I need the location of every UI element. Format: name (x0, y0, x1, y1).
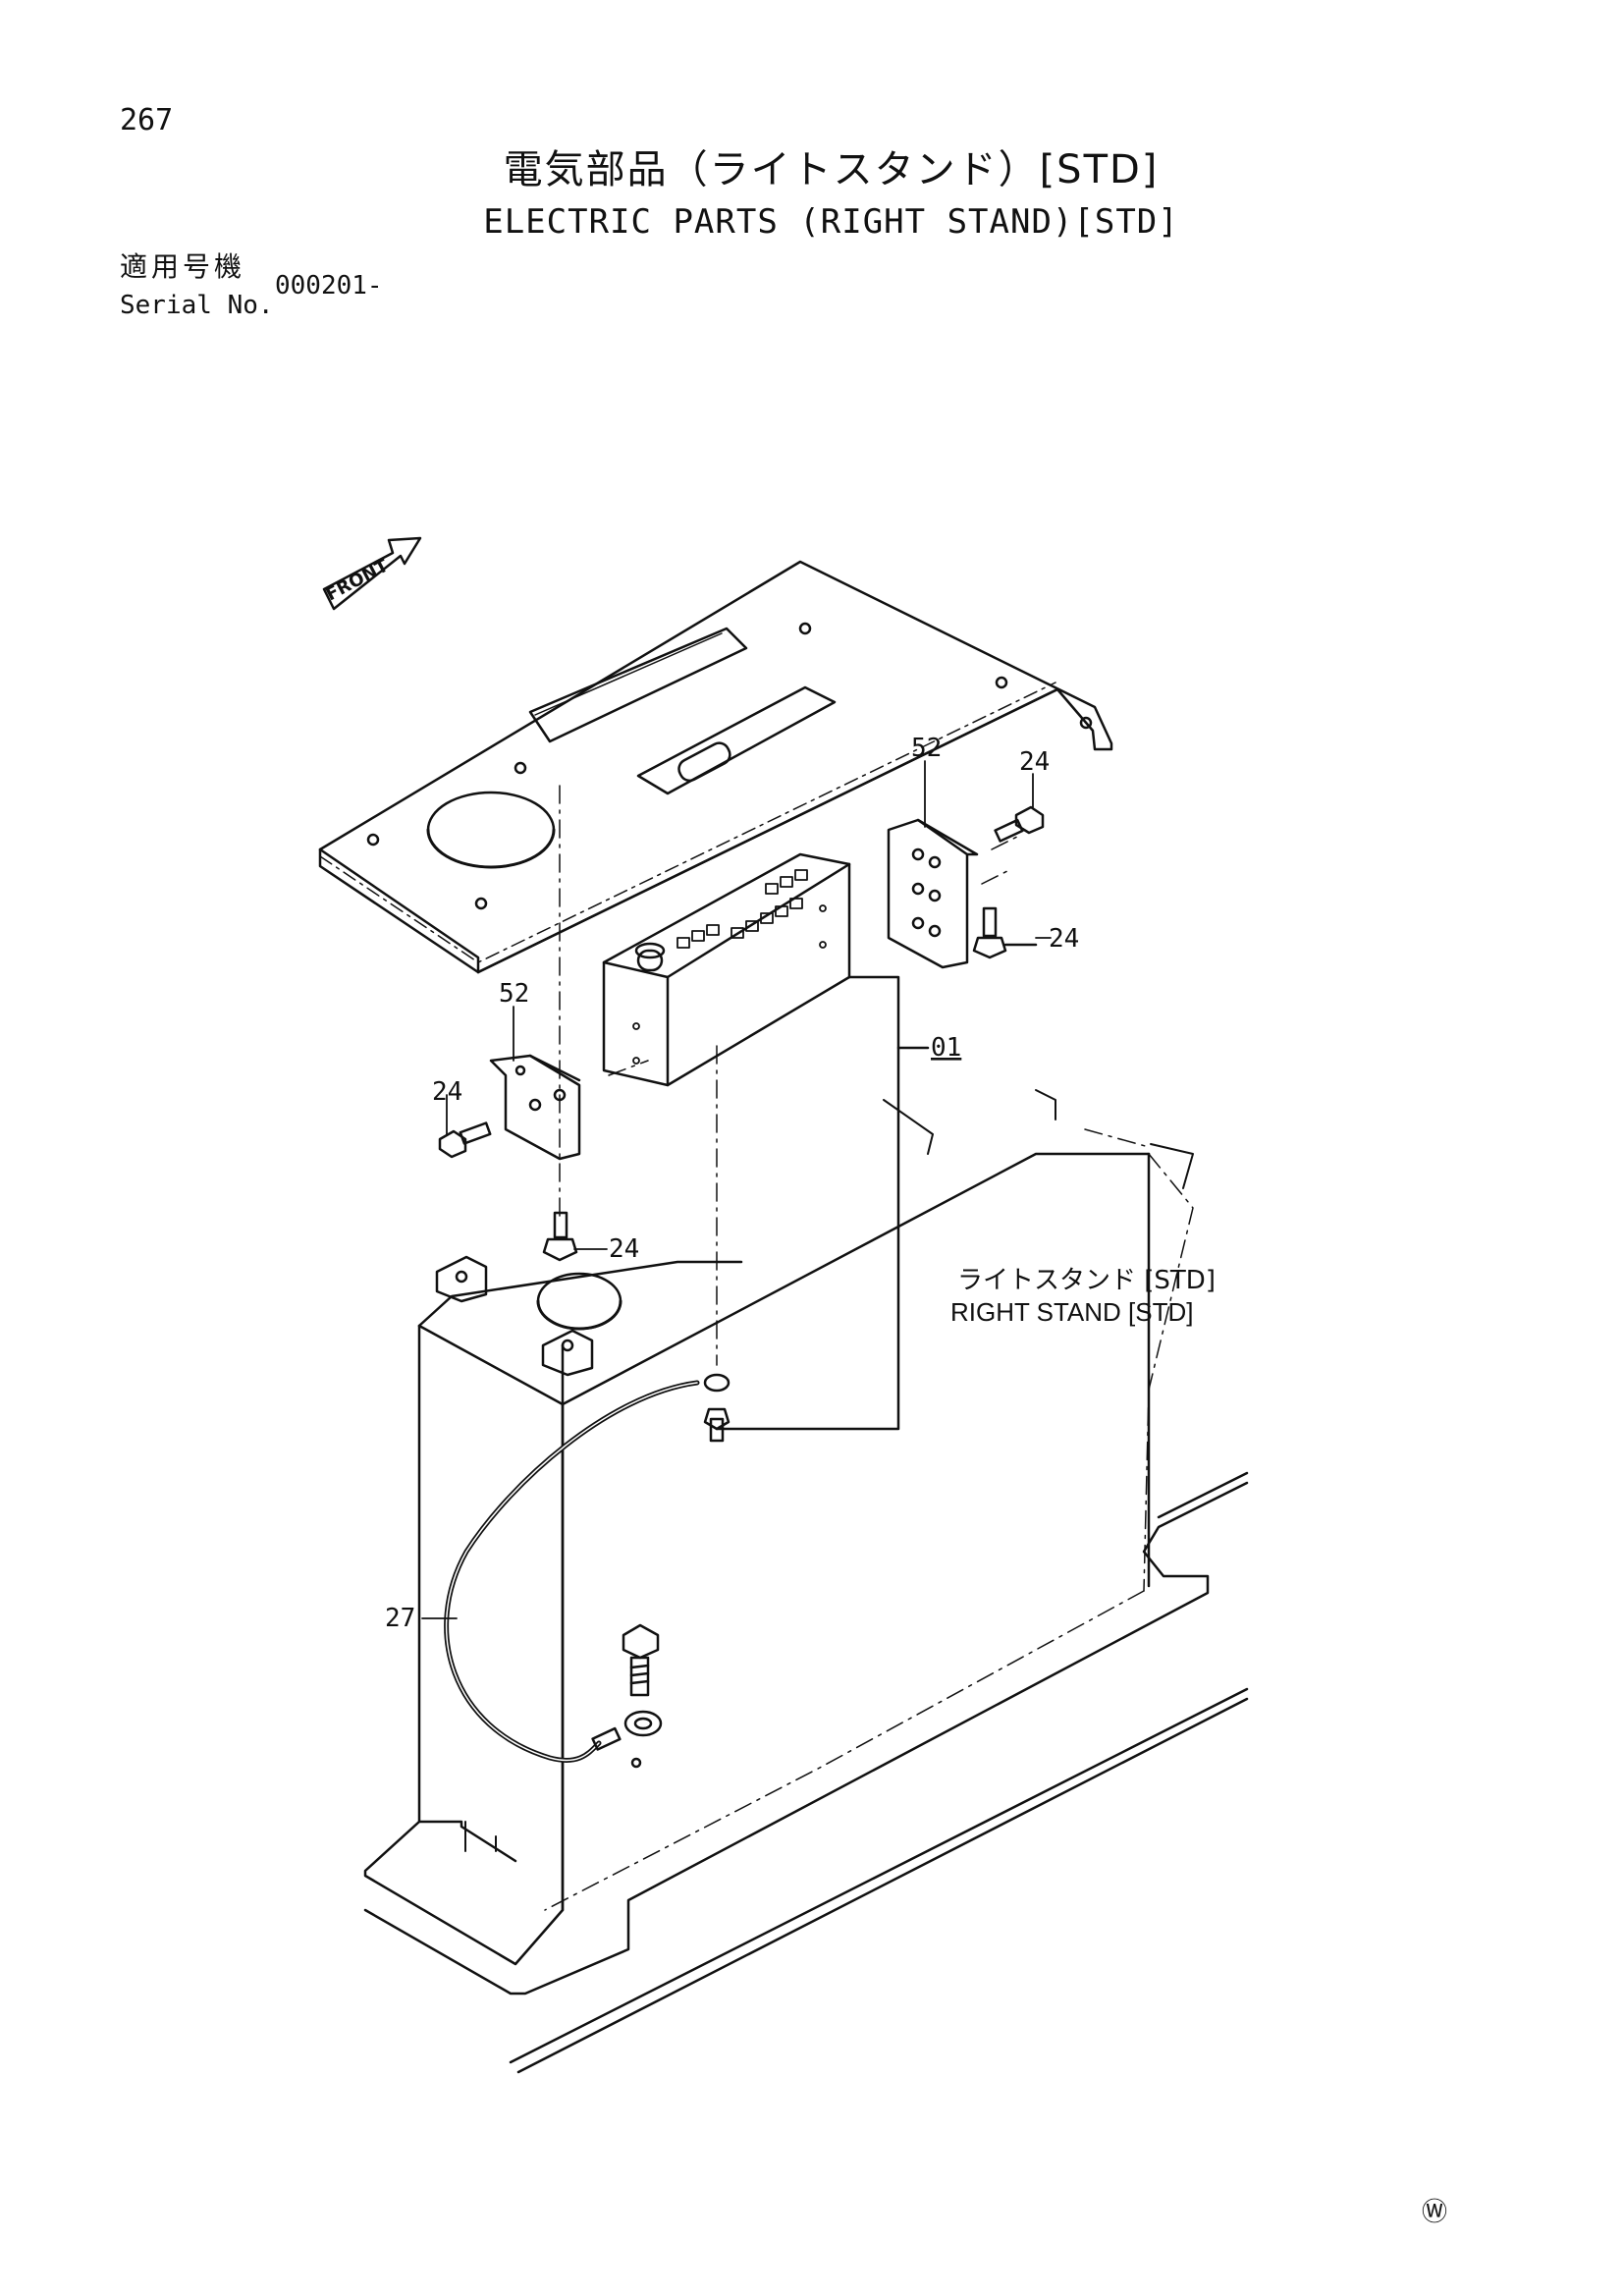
callout-52-right: 52 (911, 734, 942, 763)
stand-label-english: RIGHT STAND [STD] (950, 1297, 1194, 1327)
front-arrow-icon: FRONT (322, 536, 422, 611)
callout-01: 01 (931, 1033, 961, 1063)
serial-value: 000201- (275, 271, 383, 301)
electric-box-01 (602, 852, 930, 1431)
callout-24-top-right: 24 (1019, 747, 1050, 777)
serial-block: 適用号機 Serial No. (120, 246, 274, 320)
bolt-24-left (438, 1121, 492, 1159)
leader-lines (421, 760, 1052, 1619)
serial-label-japanese: 適用号機 (120, 250, 246, 283)
alignment-lines (544, 785, 1194, 1911)
bolt-24-lower-left (542, 1211, 578, 1262)
serial-label-english: Serial No. (120, 291, 274, 320)
callout-27: 27 (385, 1604, 415, 1633)
bracket-right-52 (887, 818, 979, 969)
bolt-27-lower (622, 1623, 660, 1697)
bolt-24-top-right (994, 805, 1045, 843)
callout-24-left: 24 (432, 1077, 462, 1107)
title-english: ELECTRIC PARTS (RIGHT STAND)[STD] (483, 202, 1179, 242)
right-stand-body (363, 1089, 1194, 1966)
callout-24-lower: 24 (609, 1234, 639, 1264)
front-arrow-label: FRONT (322, 555, 392, 605)
watermark-logo: Ⓦ (1422, 2198, 1448, 2227)
floor-outline (363, 1471, 1249, 2074)
title-block: 電気部品（ライトスタンド）[STD] ELECTRIC PARTS (RIGHT… (0, 137, 1623, 242)
ground-cable-27 (444, 1373, 730, 1769)
title-japanese: 電気部品（ライトスタンド）[STD] (503, 147, 1160, 192)
bracket-left-52 (489, 1054, 581, 1161)
page-number: 267 (120, 103, 174, 137)
stand-label-japanese: ライトスタンド [STD] (957, 1266, 1216, 1295)
callout-24-right: 24 (1049, 924, 1079, 954)
callout-52-left: 52 (499, 979, 529, 1009)
top-cover-plate (318, 560, 1113, 974)
bolt-24-right (972, 906, 1038, 959)
bolt-cable-end (703, 1407, 730, 1443)
